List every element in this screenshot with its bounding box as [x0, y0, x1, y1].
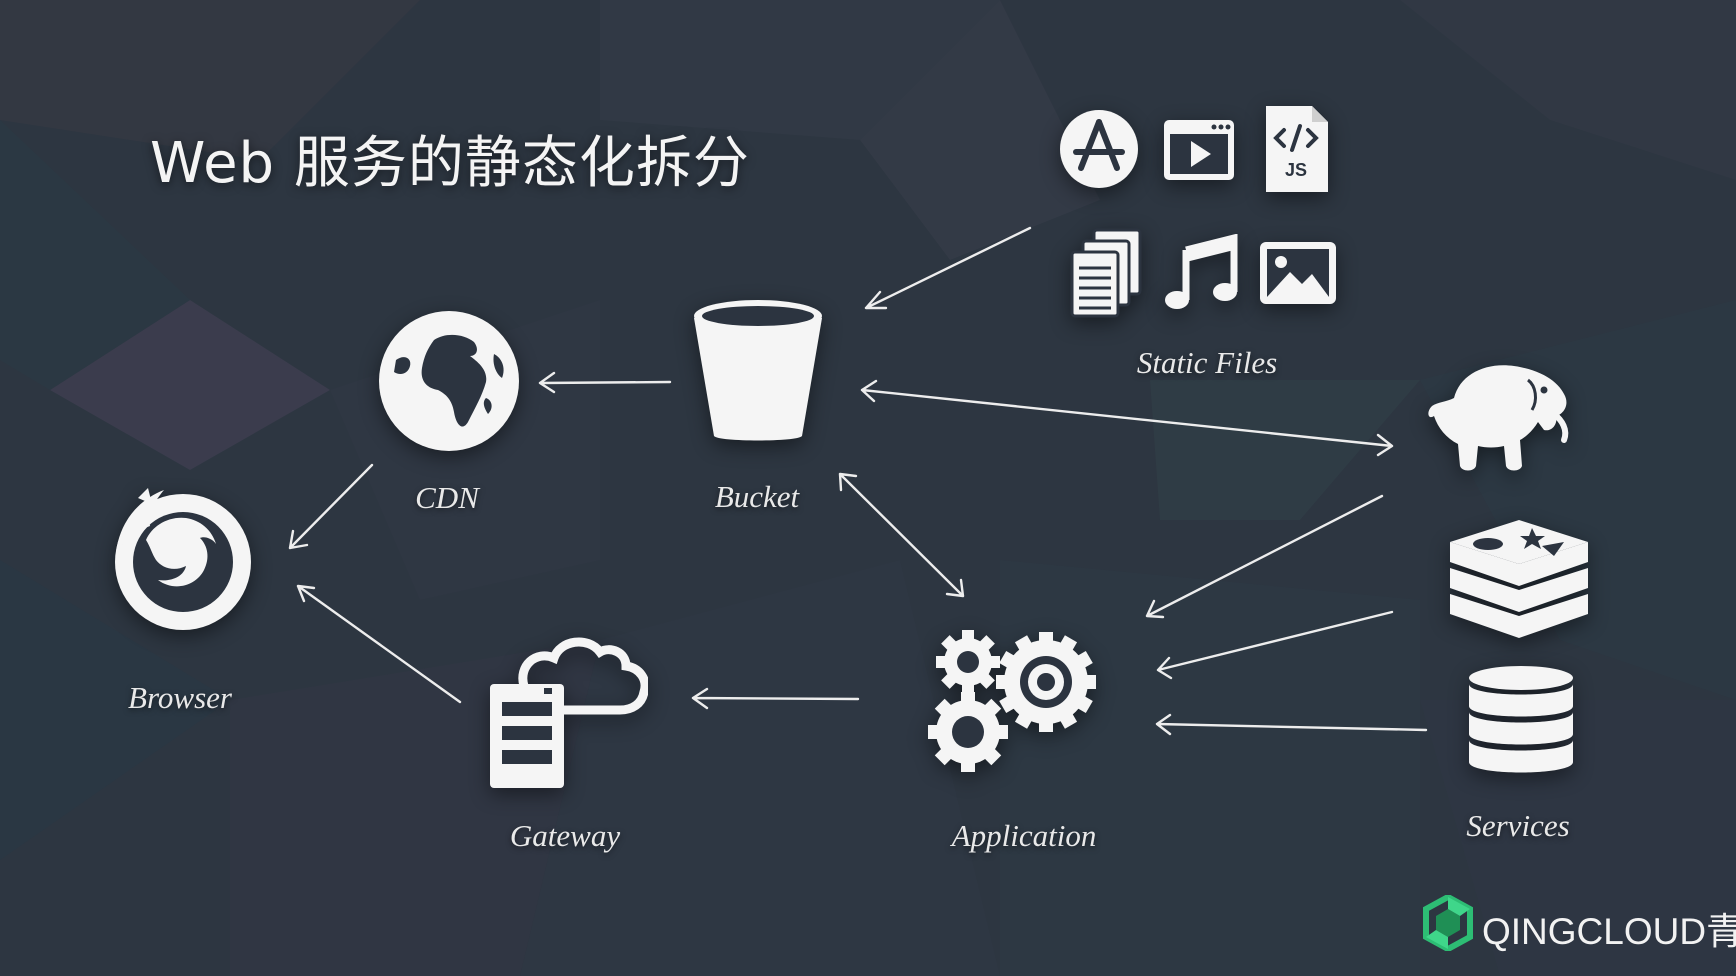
arrow-bucket-hadoop [860, 379, 1394, 457]
arrow-application-to-gateway [691, 687, 860, 710]
arrow-bucket-application [838, 472, 965, 598]
hadoop-elephant-icon [1428, 365, 1569, 471]
globe-icon [379, 311, 519, 451]
arrow-static-to-bucket [864, 226, 1032, 310]
firefox-icon [115, 488, 251, 630]
svg-text:JS: JS [1285, 160, 1307, 180]
qingcloud-wordmark: QINGCLOUD青云 [1482, 911, 1736, 952]
bucket-label: Bucket [714, 479, 800, 514]
redis-icon [1450, 520, 1588, 638]
cdn-label: CDN [415, 480, 479, 515]
video-player-icon [1164, 120, 1234, 180]
arrow-bucket-to-cdn [538, 371, 672, 394]
arrow-gateway-to-browser [296, 584, 462, 704]
arrow-db-to-application [1155, 713, 1428, 736]
gateway-icon [490, 637, 648, 788]
image-icon [1260, 242, 1336, 304]
browser-label: Browser [128, 680, 232, 715]
gateway-label: Gateway [509, 818, 621, 853]
static-files-label: Static Files [1136, 345, 1278, 380]
arrow-cdn-to-browser [288, 463, 374, 550]
bucket-icon [694, 300, 822, 441]
app-store-icon [1060, 110, 1138, 188]
js-file-icon: JS [1266, 106, 1328, 192]
services-label: Services [1466, 808, 1570, 843]
arrow-hadoop-to-application [1145, 494, 1384, 619]
page-title: Web 服务的静态化拆分 [150, 131, 750, 196]
qingcloud-brand: QINGCLOUD青云 [1422, 893, 1736, 953]
database-icon [1469, 666, 1573, 773]
gears-icon [928, 630, 1096, 772]
qingcloud-logo-icon [1423, 893, 1473, 953]
music-note-icon [1165, 234, 1238, 309]
documents-icon [1070, 228, 1142, 318]
application-label: Application [951, 818, 1097, 853]
arrow-redis-to-application [1156, 610, 1394, 680]
